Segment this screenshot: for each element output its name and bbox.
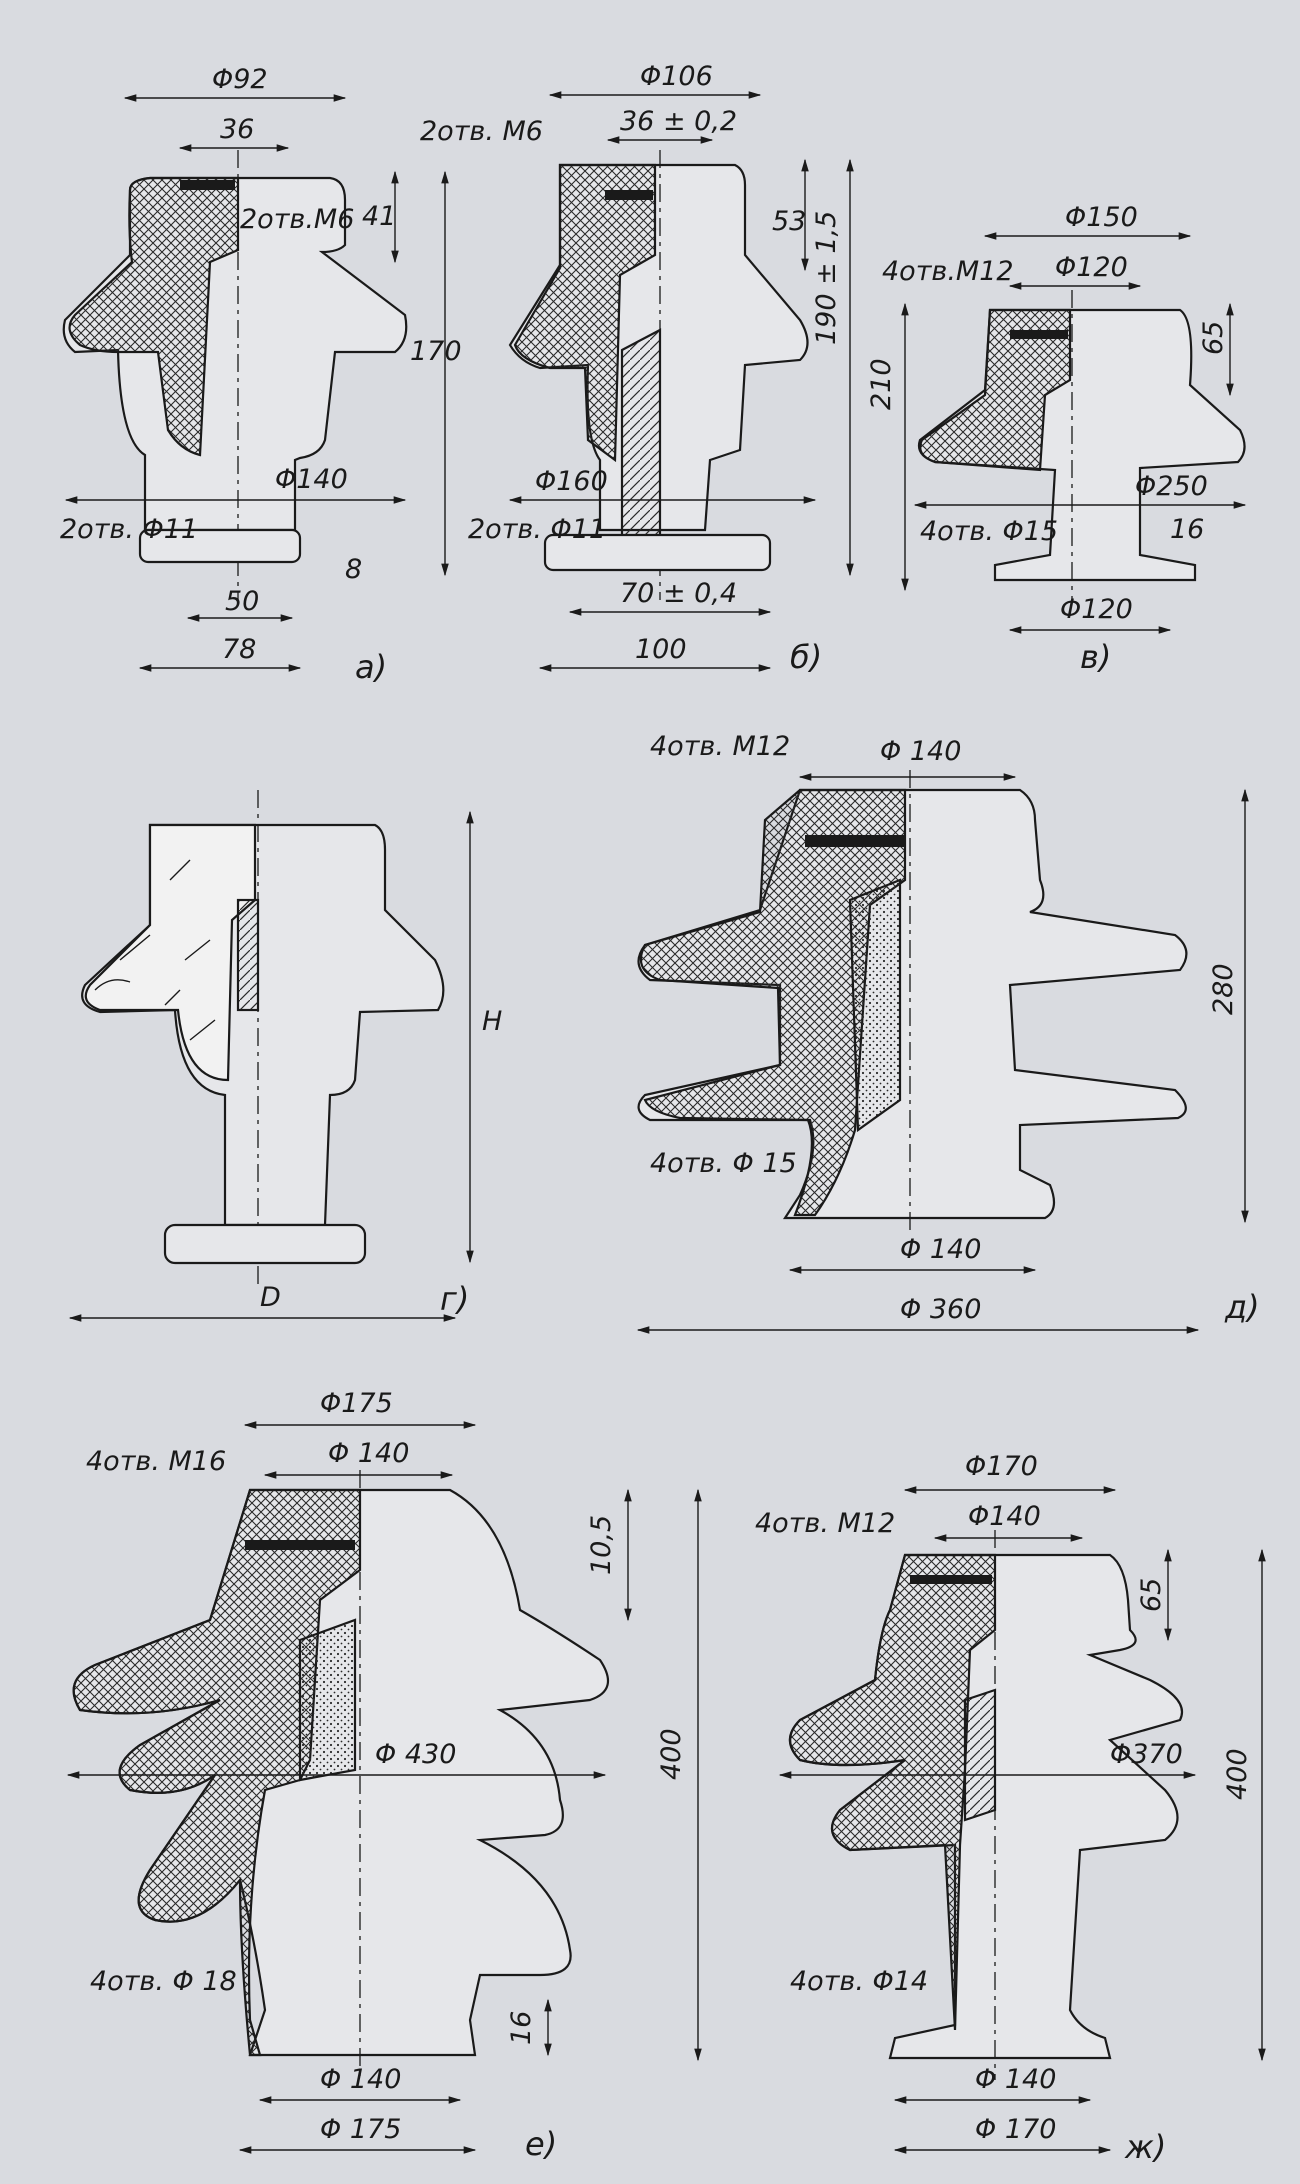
fig-e-d-base-circle: Φ 140	[320, 2064, 401, 2095]
fig-a-caption: а)	[355, 648, 387, 686]
fig-v-d-skirt: Φ250	[1135, 471, 1208, 502]
fig-d-d-skirt: Φ 360	[900, 1294, 981, 1325]
fig-e-h-cap: 10,5	[586, 1515, 617, 1575]
fig-a-base-width: 78	[222, 634, 256, 665]
fig-zh-holes-base: 4отв. Φ14	[790, 1966, 928, 1997]
fig-v-base-t: 16	[1170, 514, 1204, 545]
fig-v-d-top: Φ150	[1065, 202, 1138, 233]
fig-b-h-cap: 53	[772, 206, 806, 237]
fig-zh-d-skirt: Φ370	[1110, 1739, 1183, 1770]
figure-d	[636, 770, 1249, 1334]
insulator-b-section	[513, 163, 657, 463]
fig-e-height: 400	[656, 1728, 687, 1780]
fig-e-holes-top: 4отв. M16	[86, 1446, 226, 1477]
insulator-v-section	[919, 308, 1072, 472]
fig-v-caption: в)	[1080, 638, 1111, 676]
fig-d-caption: д)	[1224, 1288, 1260, 1326]
fig-zh-height: 400	[1222, 1748, 1253, 1800]
fig-v-d-bolt-circle: Φ120	[1055, 252, 1128, 283]
fig-a-bolt-spacing: 36	[220, 114, 254, 145]
figure-g	[68, 790, 474, 1322]
fig-v-holes-base: 4отв. Φ15	[920, 516, 1058, 547]
insulator-g-body	[81, 823, 445, 1227]
fig-zh-holes-top: 4отв. M12	[755, 1508, 895, 1539]
fig-a-d-skirt: Φ140	[275, 464, 348, 495]
figure-b	[508, 91, 854, 672]
fig-b-d-skirt: Φ160	[535, 466, 608, 497]
fig-a-base-hole-spacing: 50	[225, 586, 259, 617]
fig-e-d-top: Φ175	[320, 1388, 393, 1419]
fig-d-d-bolt-circle: Φ 140	[880, 736, 961, 767]
fig-a-height: 170	[410, 336, 462, 367]
fig-b-base-hole-spacing: 70 ± 0,4	[620, 578, 737, 609]
fig-b-base-width: 100	[635, 634, 687, 665]
fig-a-h-cap: 41	[362, 201, 396, 232]
fig-b-caption: б)	[790, 638, 822, 676]
fig-zh-d-bolt-circle: Φ140	[968, 1501, 1041, 1532]
fig-v-height: 210	[866, 358, 897, 410]
fig-b-holes-base: 2отв. Φ11	[468, 514, 606, 545]
fig-d-d-base-circle: Φ 140	[900, 1234, 981, 1265]
figure-v	[901, 232, 1247, 634]
fig-v-holes-top: 4отв.M12	[882, 256, 1014, 287]
fig-a-d-top: Φ92	[212, 64, 268, 95]
fig-g-caption: г)	[440, 1280, 469, 1318]
fig-e-d-skirt: Φ 430	[375, 1739, 456, 1770]
insulator-g-section	[84, 823, 257, 1082]
fig-e-d-base: Φ 175	[320, 2114, 401, 2145]
fig-a-holes-top: 2отв.M6	[240, 204, 354, 235]
figure-e	[66, 1421, 702, 2154]
figure-zh	[778, 1486, 1266, 2154]
fig-e-d-bolt-circle: Φ 140	[328, 1438, 409, 1469]
fig-v-d-base-circle: Φ120	[1060, 594, 1133, 625]
fig-b-holes-top: 2отв. M6	[420, 116, 543, 147]
fig-b-d-top: Φ106	[640, 61, 713, 92]
fig-zh-d-base-circle: Φ 140	[975, 2064, 1056, 2095]
fig-a-base-t: 8	[345, 554, 362, 585]
fig-e-base-t: 16	[506, 2011, 537, 2045]
fig-a-holes-base: 2отв. Φ11	[60, 514, 198, 545]
insulator-zh-section	[788, 1553, 997, 2031]
fig-e-caption: е)	[525, 2125, 557, 2163]
fig-d-holes-top: 4отв. M12	[650, 731, 790, 762]
fig-v-h-cap: 65	[1198, 321, 1229, 355]
fig-e-holes-base: 4отв. Φ 18	[90, 1966, 237, 1997]
insulator-d-section	[639, 788, 907, 1217]
fig-zh-d-top: Φ170	[965, 1451, 1038, 1482]
fig-d-height: 280	[1208, 963, 1239, 1015]
fig-d-holes-base: 4отв. Φ 15	[650, 1148, 797, 1179]
fig-zh-caption: ж)	[1124, 2128, 1166, 2166]
figure-a	[62, 94, 449, 672]
fig-g-height-symbol: H	[482, 1006, 502, 1037]
insulator-a-section	[68, 176, 240, 457]
fig-zh-d-base: Φ 170	[975, 2114, 1056, 2145]
fig-b-height: 190 ± 1,5	[811, 211, 842, 345]
fig-zh-h-cap: 65	[1136, 1578, 1167, 1612]
fig-b-bolt-spacing: 36 ± 0,2	[620, 106, 737, 137]
fig-g-diameter-symbol: D	[260, 1282, 281, 1313]
